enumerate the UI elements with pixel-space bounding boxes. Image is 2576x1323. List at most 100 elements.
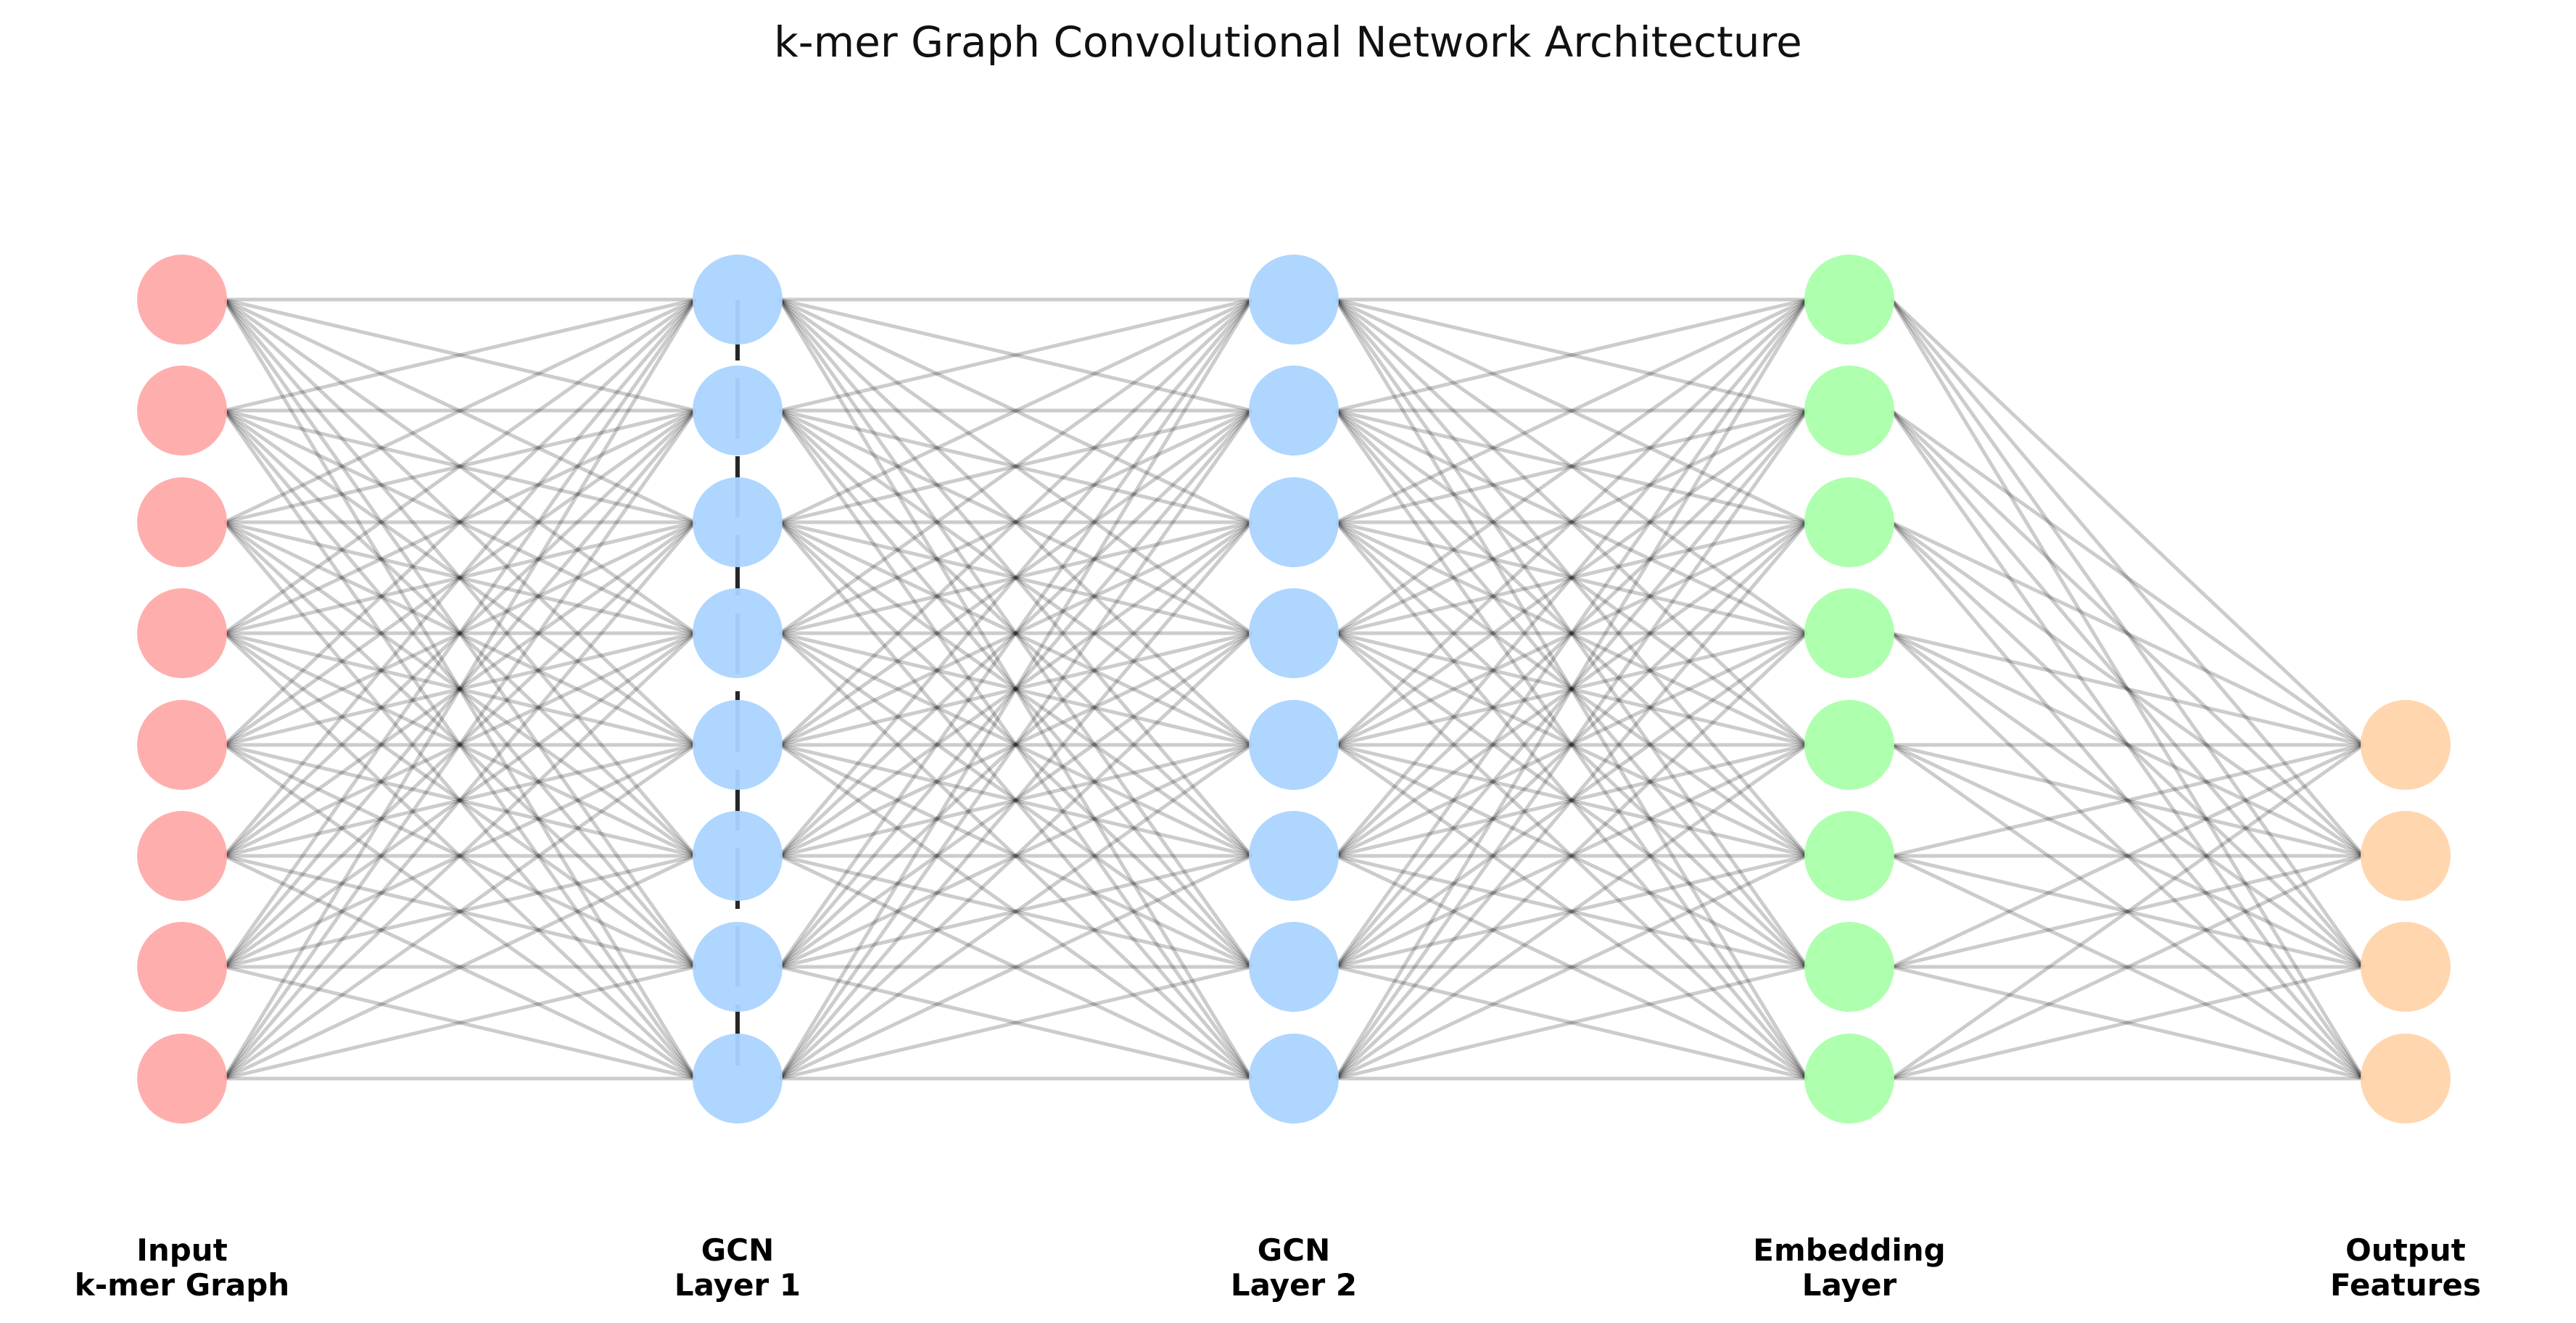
- edge-gcn1-3-gcn2-1: [778, 408, 1253, 635]
- edge-gcn1-3-gcn2-2: [779, 520, 1252, 635]
- edge-gcn2-5-embedding-1: [1334, 409, 1809, 857]
- edge-gcn2-0-embedding-6: [1334, 298, 1809, 968]
- edge-gcn2-6-embedding-4: [1334, 743, 1809, 969]
- edge-gcn1-1-gcn2-5: [778, 409, 1253, 857]
- edge-gcn1-0-gcn2-7: [777, 298, 1254, 1080]
- edge-gcn2-1-embedding-2: [1335, 408, 1808, 524]
- edge-embedding-2-output-1: [1890, 520, 2365, 858]
- edge-embedding-7-output-0: [1890, 743, 2365, 1081]
- edge-gcn1-6-gcn2-1: [778, 409, 1253, 968]
- edge-gcn1-3-gcn2-7: [778, 632, 1253, 1080]
- edge-gcn2-5-embedding-2: [1334, 520, 1809, 858]
- edge-embedding-5-output-2: [1891, 854, 2364, 969]
- edge-gcn2-1-embedding-0: [1335, 297, 1808, 413]
- edge-input-3-gcn1-2: [223, 520, 696, 635]
- node-embedding-1: [1804, 366, 1894, 456]
- edge-gcn1-2-gcn2-4: [778, 520, 1253, 747]
- edge-input-2-gcn1-1: [223, 408, 696, 524]
- edge-input-5-gcn1-4: [223, 743, 696, 858]
- edge-gcn2-6-embedding-2: [1334, 521, 1809, 968]
- edge-input-7-gcn1-3: [223, 632, 697, 1080]
- edge-input-1-gcn1-3: [223, 408, 697, 635]
- edge-gcn1-7-gcn2-4: [778, 743, 1253, 1081]
- edge-gcn1-5-gcn2-7: [778, 854, 1253, 1081]
- edge-gcn2-0-embedding-5: [1334, 298, 1809, 857]
- edge-embedding-0-output-3: [1889, 298, 2366, 1080]
- node-gcn1-1: [693, 366, 783, 456]
- edge-input-1-gcn1-6: [223, 409, 697, 968]
- edge-input-3-gcn1-5: [223, 631, 697, 858]
- edge-gcn1-2-gcn2-7: [778, 521, 1253, 1080]
- edge-input-2-gcn1-0: [223, 297, 697, 524]
- edge-gcn1-7-gcn2-1: [777, 409, 1254, 1080]
- edge-gcn2-5-embedding-0: [1334, 298, 1809, 857]
- node-output-3: [2361, 1034, 2451, 1124]
- edge-input-4-gcn1-0: [223, 298, 697, 746]
- node-embedding-6: [1804, 922, 1894, 1012]
- edge-embedding-6-output-3: [1891, 965, 2364, 1081]
- edge-gcn2-5-embedding-7: [1334, 854, 1809, 1081]
- node-input-3: [137, 588, 227, 678]
- edge-gcn1-4-gcn2-3: [779, 631, 1252, 747]
- edge-gcn1-3-gcn2-4: [779, 631, 1252, 747]
- edge-input-3-gcn1-4: [223, 631, 696, 747]
- edge-input-1-gcn1-7: [222, 409, 698, 1080]
- edge-embedding-2-output-2: [1890, 521, 2365, 968]
- edge-gcn2-0-embedding-2: [1334, 297, 1809, 524]
- edge-gcn1-6-gcn2-7: [779, 965, 1252, 1081]
- edge-input-6-gcn1-0: [222, 298, 698, 968]
- edge-input-5-gcn1-2: [223, 520, 697, 858]
- edge-input-4-gcn1-3: [223, 631, 696, 747]
- edge-gcn2-3-embedding-5: [1334, 631, 1809, 858]
- edge-gcn2-3-embedding-7: [1334, 632, 1809, 1080]
- edge-input-4-gcn1-6: [223, 743, 697, 969]
- edge-gcn1-1-gcn2-3: [778, 408, 1253, 635]
- node-gcn1-7: [693, 1034, 783, 1124]
- edge-gcn1-5-gcn2-6: [779, 854, 1252, 969]
- edge-gcn1-4-gcn2-7: [778, 743, 1253, 1081]
- edge-input-7-gcn1-6: [223, 965, 696, 1081]
- edge-embedding-1-output-2: [1890, 409, 2365, 968]
- edge-input-3-gcn1-0: [223, 297, 697, 635]
- edge-gcn2-4-embedding-5: [1335, 743, 1808, 858]
- diagram-title: k-mer Graph Convolutional Network Archit…: [774, 17, 1802, 67]
- edge-embedding-0-output-0: [1890, 298, 2365, 746]
- edge-gcn2-0-embedding-4: [1334, 298, 1809, 746]
- edge-gcn1-4-gcn2-0: [778, 298, 1253, 746]
- edge-input-3-gcn1-7: [223, 632, 697, 1080]
- edge-input-5-gcn1-6: [223, 854, 696, 969]
- edge-gcn2-3-embedding-2: [1335, 520, 1808, 635]
- edge-gcn1-5-gcn2-1: [778, 409, 1253, 857]
- node-gcn2-0: [1249, 255, 1339, 345]
- node-gcn2-4: [1249, 700, 1339, 790]
- edge-gcn2-5-embedding-6: [1335, 854, 1808, 969]
- edge-embedding-3-output-2: [1890, 631, 2365, 969]
- edge-input-2-gcn1-3: [223, 520, 696, 635]
- edge-input-4-gcn1-2: [223, 520, 697, 747]
- edge-gcn2-4-embedding-1: [1334, 408, 1809, 747]
- edge-gcn1-6-gcn2-0: [777, 298, 1254, 968]
- edge-embedding-7-output-2: [1891, 965, 2364, 1081]
- edge-gcn2-7-embedding-2: [1334, 521, 1809, 1080]
- node-gcn1-2: [693, 477, 783, 567]
- node-output-1: [2361, 811, 2451, 901]
- edge-input-0-gcn1-6: [222, 298, 698, 968]
- edge-input-0-gcn1-1: [223, 297, 696, 413]
- edge-embedding-0-output-1: [1890, 298, 2365, 857]
- node-embedding-2: [1804, 477, 1894, 567]
- edge-gcn2-2-embedding-7: [1334, 521, 1809, 1080]
- edge-gcn2-3-embedding-4: [1335, 631, 1808, 747]
- edges-group: [222, 297, 2366, 1081]
- edge-gcn2-0-embedding-7: [1334, 298, 1809, 1080]
- edge-input-7-gcn1-2: [223, 521, 697, 1080]
- edge-gcn2-1-embedding-4: [1334, 408, 1809, 747]
- edge-gcn2-7-embedding-4: [1334, 743, 1809, 1081]
- node-output-0: [2361, 700, 2451, 790]
- node-input-1: [137, 366, 227, 456]
- edge-gcn1-0-gcn2-6: [777, 298, 1254, 968]
- edge-gcn2-2-embedding-5: [1334, 520, 1809, 858]
- edge-input-0-gcn1-2: [223, 297, 697, 524]
- edge-input-2-gcn1-7: [223, 521, 697, 1080]
- node-gcn1-3: [693, 588, 783, 678]
